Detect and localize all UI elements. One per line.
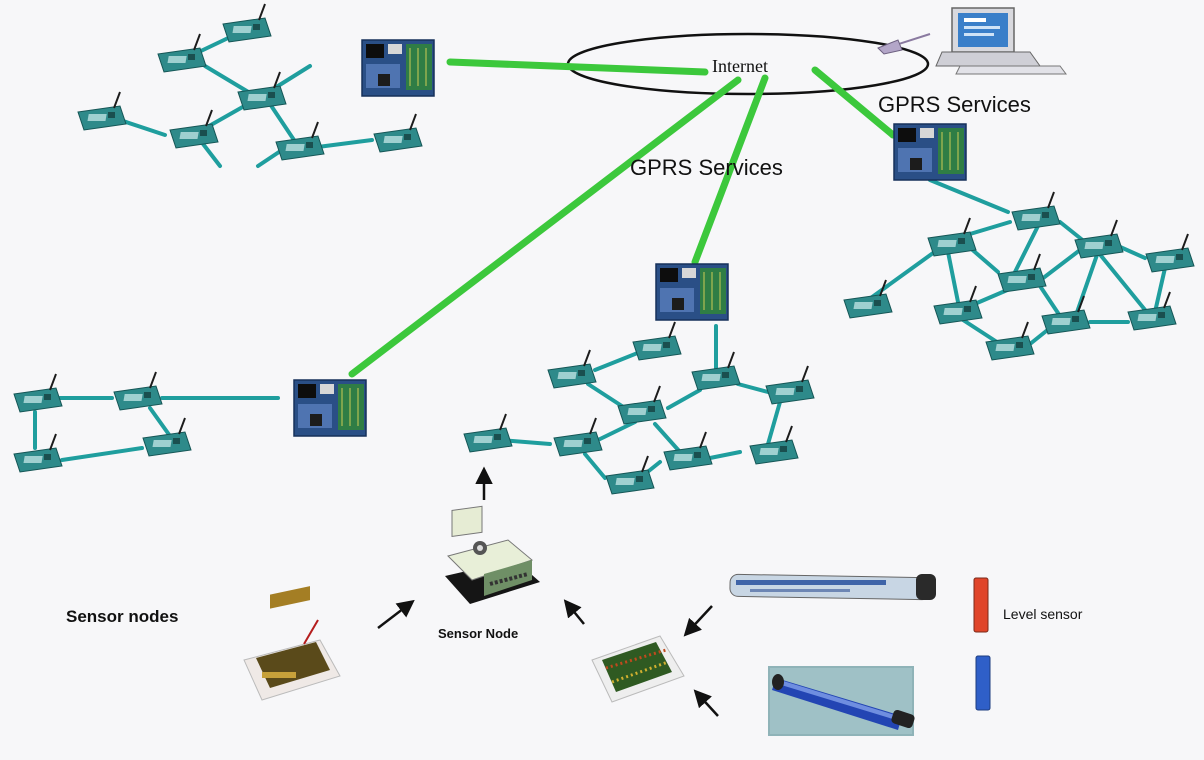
second-sensor-marker: [975, 655, 991, 711]
sensor-mote-icon: [1011, 191, 1061, 231]
sensor-node-device: [445, 505, 540, 604]
sensor-board-device: [591, 635, 685, 703]
sensor-mote-icon: [373, 113, 423, 153]
gateway-board-icon: [361, 39, 435, 97]
gateway-board-icon: [293, 379, 367, 437]
level-sensor-label: Level sensor: [1003, 606, 1083, 622]
backbone-links: [348, 58, 897, 378]
backbone-link-gw2: [348, 76, 742, 378]
sensor-mote-icon: [765, 365, 815, 405]
sensor-mote-icon: [663, 431, 713, 471]
gprs-services-label-top: GPRS Services: [878, 92, 1031, 117]
arrow-tube-sensor: [693, 689, 719, 717]
sensor-mote-icon: [1074, 219, 1124, 259]
sensor-mote-icon: [933, 285, 983, 325]
sensor-mote-icon: [1145, 233, 1195, 273]
sensor-mote-icon: [169, 109, 219, 149]
sensor-mote-icon: [463, 413, 513, 453]
sensor-mote-icon: [157, 33, 207, 73]
tube-sensor-photo: [768, 666, 915, 736]
flow-arrows: [377, 466, 719, 717]
sensor-node-label: Sensor Node: [438, 626, 519, 641]
sensor-mote-icon: [749, 425, 799, 465]
sensor-mote-icon: [927, 217, 977, 257]
sensor-mote-icon: [77, 91, 127, 131]
backbone-link-gw4: [811, 66, 897, 139]
sensor-mote-icon: [617, 385, 667, 425]
sensor-mote-icon: [13, 373, 63, 413]
arrow-right-device: [563, 599, 585, 625]
level-sensor-probe: [729, 573, 936, 601]
desktop-computer-icon: [877, 7, 1067, 75]
sensor-mote-icon: [142, 417, 192, 457]
internet-label: Internet: [712, 56, 768, 76]
sensor-mote-icon: [605, 455, 655, 495]
gprs-services-label-mid: GPRS Services: [630, 155, 783, 180]
sensor-mote-icon: [843, 279, 893, 319]
sensor-mote-icon: [553, 417, 603, 457]
sensor-mote-icon: [985, 321, 1035, 361]
sensor-nodes-label: Sensor nodes: [66, 607, 179, 626]
backbone-link-gw1: [446, 58, 709, 76]
backbone-link-gw3: [691, 74, 769, 266]
arrow-level-sensor: [683, 605, 713, 637]
sensor-board-device: [243, 586, 341, 701]
sensor-mote-icon: [237, 71, 287, 111]
sensor-mote-icon: [222, 3, 272, 43]
arrow-left-device: [377, 599, 415, 629]
gateway-board-icon: [655, 263, 729, 321]
level-sensor-marker: [973, 577, 989, 633]
sensor-mote-icon: [13, 433, 63, 473]
sensor-mote-icon: [113, 371, 163, 411]
sensor-mote-icon: [275, 121, 325, 161]
sensor-mote-icon: [547, 349, 597, 389]
gateway-board-icon: [893, 123, 967, 181]
sensor-mote-icon: [632, 321, 682, 361]
